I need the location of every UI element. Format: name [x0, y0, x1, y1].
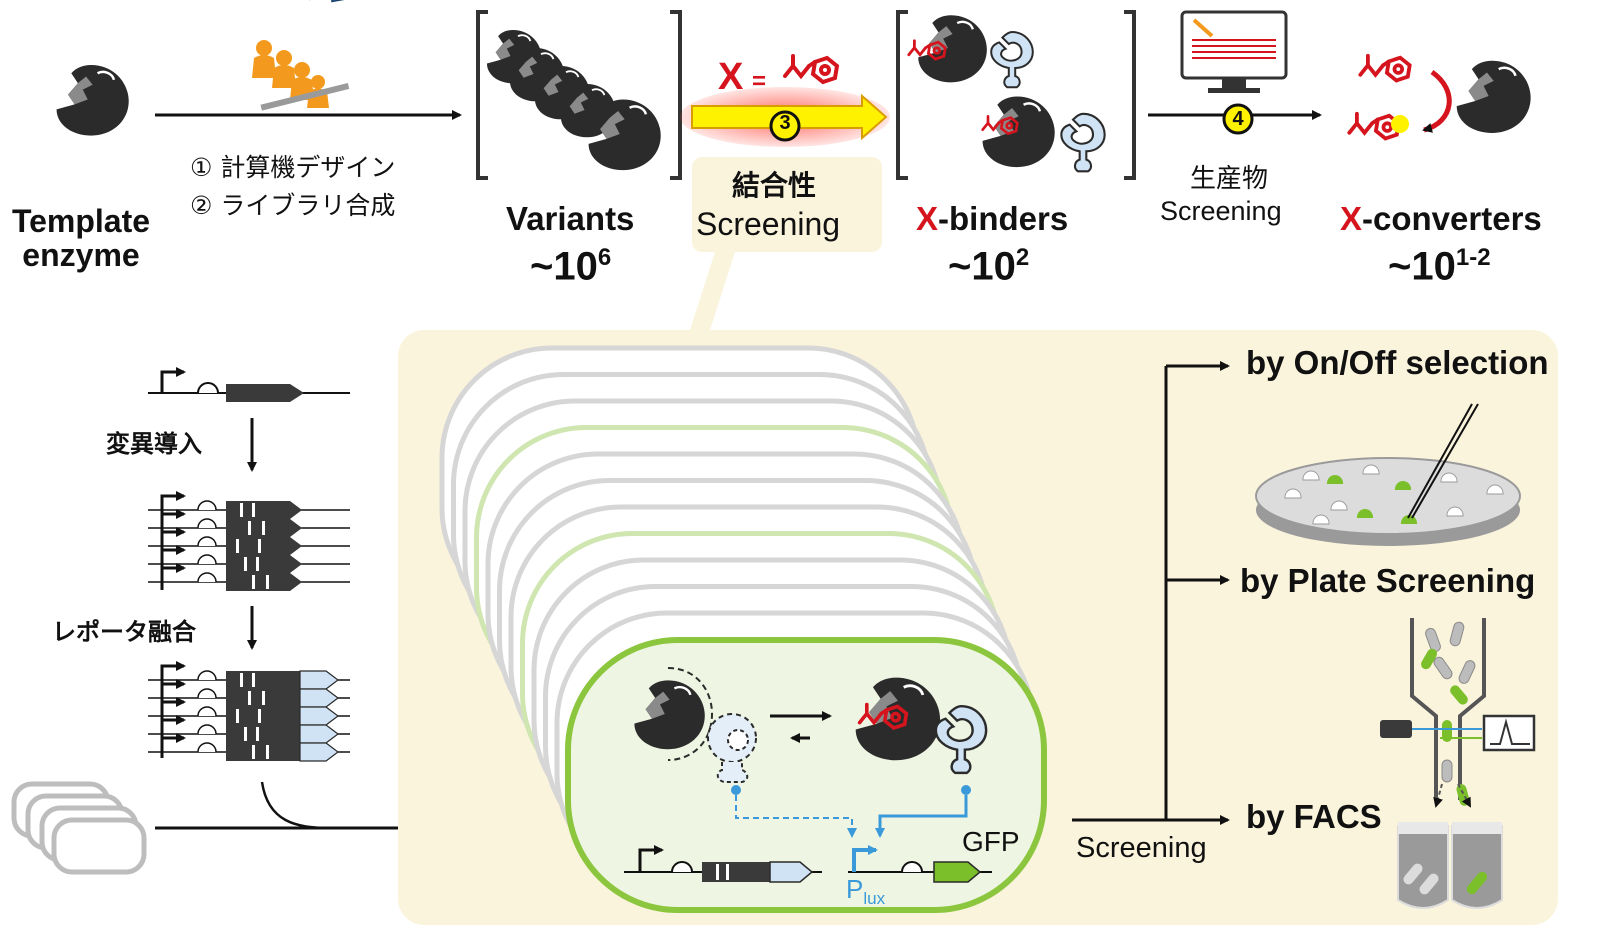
onoff-selection-label: by On/Off selection: [1246, 344, 1549, 381]
variants-label: Variants: [506, 200, 635, 237]
host-cells-icon: [11, 781, 147, 875]
facs-label: by FACS: [1246, 798, 1382, 835]
transform-join-curve: [260, 781, 331, 830]
template-enzyme-icon: [55, 63, 131, 138]
mutant-construct: [148, 563, 350, 591]
product-screening-jp: 生産物: [1190, 164, 1269, 194]
binders-count: ~102: [948, 244, 1029, 289]
petri-dish-icon: [1255, 403, 1521, 546]
gfp-gene-icon: [933, 861, 982, 883]
binding-screening-jp: 結合性: [732, 169, 817, 202]
fused-construct: [148, 733, 350, 762]
fused-construct: [148, 661, 350, 690]
binding-screening-en: Screening: [696, 206, 841, 242]
step-1-label: ① 計算機デザイン: [190, 153, 396, 182]
step-3-badge: [769, 110, 801, 142]
converters-group: [1347, 53, 1533, 141]
variants-library: [476, 10, 682, 180]
binding-callout-connector: [690, 252, 735, 330]
converters-label: X-converters: [1340, 200, 1542, 238]
x-symbol: X: [718, 56, 744, 98]
strong-signal-line: [875, 795, 968, 838]
step-3-number: 3: [779, 112, 791, 134]
monitor-icon: [1180, 10, 1288, 93]
converters-count-base: ~10: [1388, 244, 1456, 289]
binders-label-text: -binders: [938, 200, 1069, 237]
mutant-constructs: [148, 491, 350, 591]
mutant-construct: [148, 545, 350, 573]
plux-sub: lux: [863, 889, 886, 909]
converters-label-text: -converters: [1362, 200, 1542, 237]
binders-count-exp: 2: [1015, 244, 1030, 271]
template-label-line-1: Template: [11, 203, 151, 239]
converters-count: ~101-2: [1388, 244, 1491, 289]
converters-x-prefix: X: [1340, 200, 1363, 237]
mutagenesis-label: 変異導入: [106, 430, 202, 458]
variants-count: ~106: [530, 244, 611, 289]
variants-count-exp: 6: [597, 244, 612, 271]
binders-label: X-binders: [916, 200, 1068, 238]
unbound-receptor-icon: [707, 713, 757, 783]
binders-x-prefix: X: [916, 200, 939, 237]
step-3-arrow: [680, 56, 890, 147]
weak-signal-line: [735, 795, 857, 838]
mutant-construct: [148, 527, 350, 555]
template-label-line-2: enzyme: [22, 237, 140, 273]
binders-count-base: ~10: [948, 244, 1016, 289]
binders-group: [896, 10, 1136, 180]
variants-count-base: ~10: [530, 244, 598, 289]
fused-constructs: [148, 661, 350, 762]
plate-screening-label: by Plate Screening: [1240, 562, 1536, 599]
fused-construct: [148, 679, 350, 708]
plux-main: P: [846, 874, 864, 904]
x-equals: =: [752, 68, 767, 95]
facs-icon: [1380, 618, 1536, 909]
cell-contents: [624, 667, 992, 883]
mutant-construct: [148, 491, 350, 519]
computer-design-icon: [252, 0, 351, 111]
step-4-badge: [1222, 103, 1254, 135]
screening-label: Screening: [1076, 832, 1207, 864]
variants-bracket-left: [476, 10, 488, 180]
converters-count-exp: 1-2: [1455, 244, 1491, 271]
substrate-x-icon: [785, 56, 837, 82]
template-enzyme-label: Template enzyme: [2, 204, 160, 272]
variants-bracket-right: [670, 10, 682, 180]
step-4-number: 4: [1232, 108, 1244, 130]
gfp-label: GFP: [962, 826, 1020, 857]
step-2-label: ② ライブラリ合成: [190, 191, 396, 220]
plux-label: Plux: [846, 874, 885, 909]
template-construct: [148, 367, 350, 402]
plux-promoter-icon: [852, 845, 878, 872]
product-screening-en: Screening: [1160, 196, 1282, 226]
reporter-fusion-label: レポータ融合: [52, 618, 196, 646]
binding-screening-highlight: [692, 157, 882, 252]
